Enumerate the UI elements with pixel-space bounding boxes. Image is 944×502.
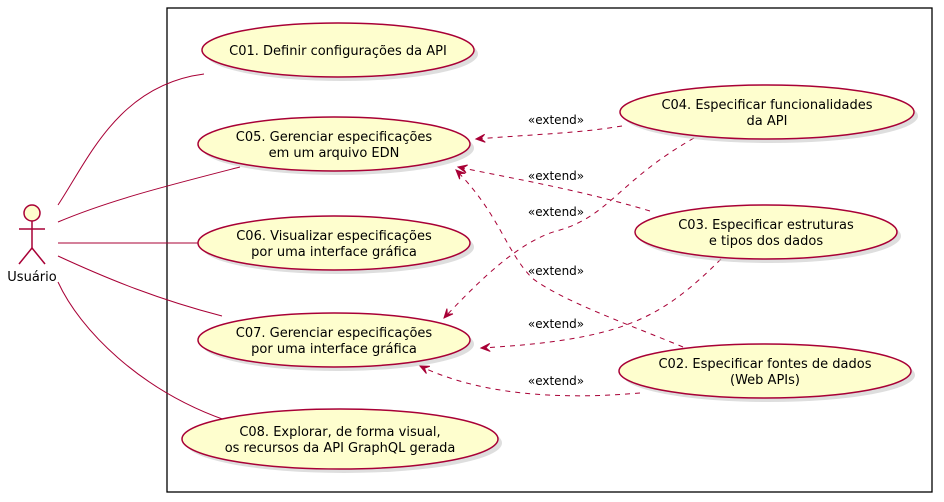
- extend-label: «extend»: [528, 264, 584, 278]
- extend-layer: «extend» «extend» «extend» «extend» «extend»…: [418, 113, 722, 397]
- extend-arrowhead: [456, 164, 468, 174]
- use-case-label-line: os recursos da API GraphQL gerada: [225, 441, 456, 456]
- extend-line: [455, 169, 684, 348]
- use-case-ellipse: [197, 312, 471, 368]
- use-case-label-line: (Web APIs): [730, 373, 800, 388]
- use-case-c01[interactable]: C01. Definir configurações da API: [201, 22, 478, 81]
- use-case-label-line: e tipos dos dados: [709, 234, 823, 249]
- use-case-layer: C01. Definir configurações da API C05. Ge…: [181, 22, 918, 473]
- actor-label: Usuário: [7, 270, 56, 285]
- use-case-label-line: C03. Especificar estruturas: [678, 218, 854, 233]
- association-line-c05: [57, 166, 241, 223]
- extend-arrowhead: [455, 169, 466, 180]
- extend-c04-to-c07: «extend»: [443, 137, 695, 319]
- extend-c03-to-c05: «extend»: [456, 164, 651, 212]
- use-case-label-line: da API: [747, 114, 788, 129]
- extend-line: [419, 365, 641, 397]
- use-case-label-line: C07. Gerenciar especificações: [236, 326, 433, 341]
- use-case-label-line: por uma interface gráfica: [251, 245, 417, 260]
- extend-line: [457, 166, 651, 212]
- association-line-c07: [57, 255, 223, 317]
- use-case-ellipse: [201, 22, 475, 78]
- extend-line: [475, 125, 623, 140]
- extend-arrowhead: [443, 308, 454, 319]
- extend-label: «extend»: [528, 317, 584, 331]
- use-case-ellipse: [634, 204, 898, 260]
- use-case-ellipse: [618, 343, 912, 399]
- use-case-label-line: C06. Visualizar especificações: [236, 229, 432, 244]
- use-case-label-line: C01. Definir configurações da API: [229, 44, 447, 59]
- use-case-label-line: C08. Explorar, de forma visual,: [239, 425, 440, 440]
- extend-c04-to-c05: «extend»: [474, 113, 623, 143]
- association-line-c08: [57, 281, 226, 421]
- actor-right-leg: [31, 247, 46, 265]
- use-case-label-line: C02. Especificar fontes de dados: [658, 357, 871, 372]
- association-layer: [57, 73, 241, 421]
- use-case-ellipse: [619, 84, 915, 140]
- association-line-c01: [57, 73, 205, 206]
- extend-label: «extend»: [528, 113, 584, 127]
- extend-arrowhead: [418, 365, 431, 374]
- actor-head: [23, 204, 41, 222]
- extend-c02-to-c05: «extend»: [455, 169, 684, 348]
- use-case-label-line: em um arquivo EDN: [269, 146, 400, 161]
- use-case-ellipse: [197, 116, 471, 172]
- extend-line: [480, 258, 722, 349]
- extend-c02-to-c07: «extend»: [418, 365, 641, 397]
- extend-arrowhead: [474, 133, 486, 143]
- use-case-ellipse: [197, 215, 471, 271]
- extend-label: «extend»: [528, 169, 584, 183]
- extend-arrowhead: [479, 343, 491, 352]
- use-case-c08[interactable]: C08. Explorar, de forma visual,os recurs…: [181, 408, 502, 473]
- extend-label: «extend»: [528, 374, 584, 388]
- extend-label: «extend»: [528, 205, 584, 219]
- use-case-ellipse: [181, 408, 499, 470]
- use-case-label-line: C04. Especificar funcionalidades: [661, 98, 872, 113]
- extend-line: [443, 137, 695, 319]
- use-case-label-line: por uma interface gráfica: [251, 342, 417, 357]
- use-case-c02[interactable]: C02. Especificar fontes de dados(Web API…: [618, 343, 915, 402]
- use-case-label-line: C05. Gerenciar especificações: [236, 130, 433, 145]
- extend-c03-to-c07: «extend»: [479, 258, 722, 352]
- actor-left-leg: [18, 247, 33, 265]
- actor-usuario[interactable]: Usuário: [7, 204, 57, 285]
